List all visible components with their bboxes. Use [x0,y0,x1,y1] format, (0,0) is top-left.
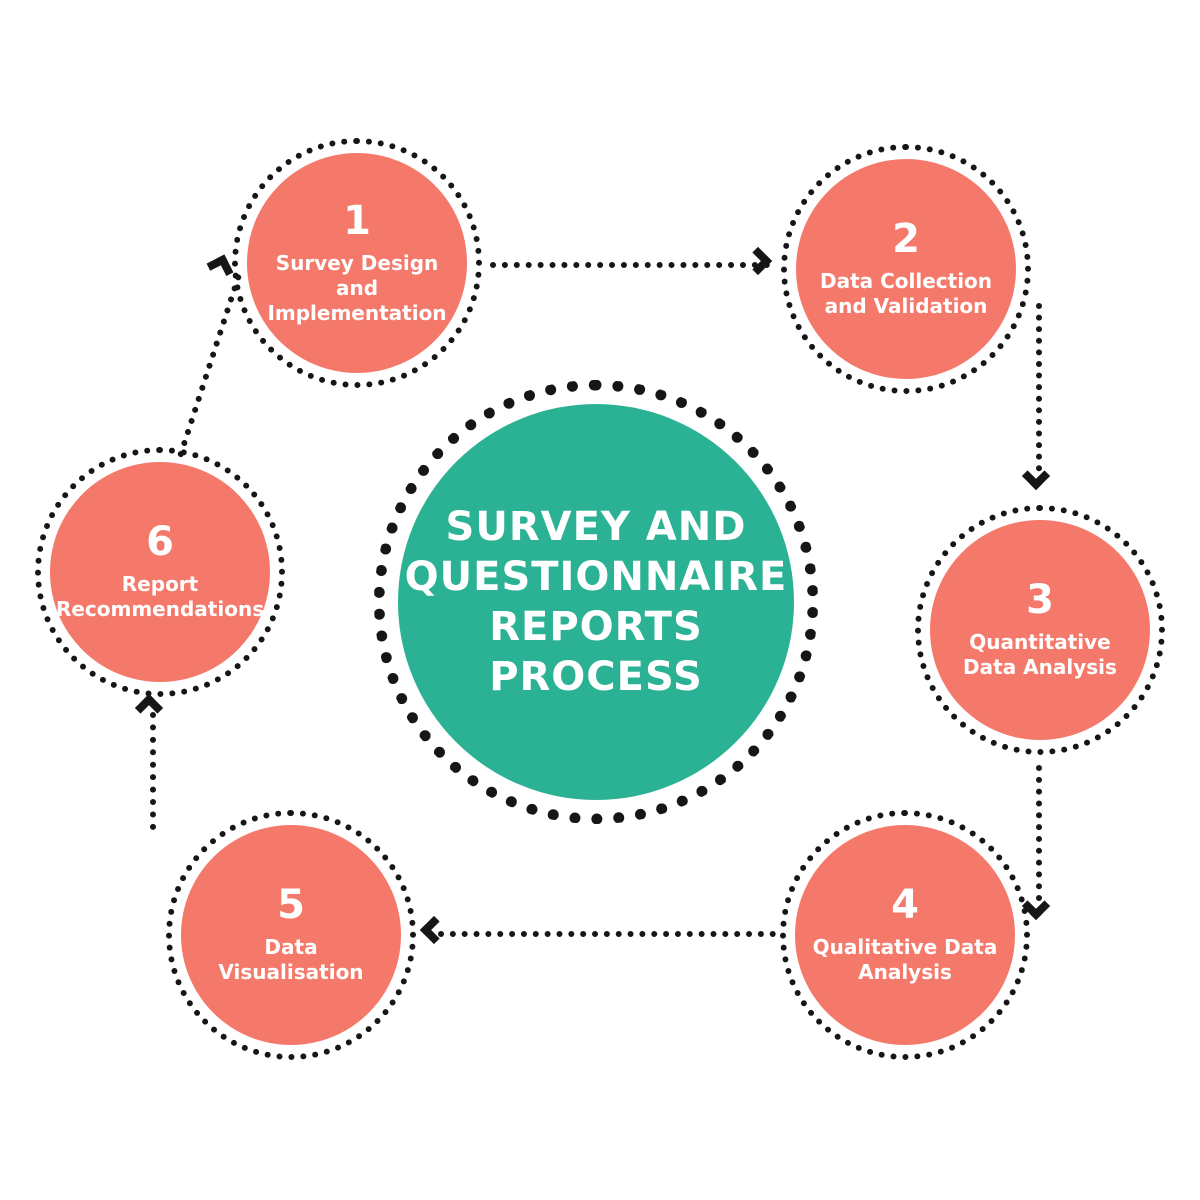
step-circle-1: 1 Survey Design and Implementation [232,138,482,388]
step-circle-6: 6 Report Recommendations [35,447,285,697]
step-circle-4: 4 Qualitative Data Analysis [780,810,1030,1060]
connector-step6-to-step1 [177,273,243,458]
connector-step2-to-step3 [1036,303,1042,483]
arrowhead-up-right-icon [206,254,234,282]
step-number: 2 [892,216,920,262]
arrowhead-down-icon [1021,461,1051,491]
step-4-content: 4 Qualitative Data Analysis [795,825,1015,1045]
center-title: SURVEY AND QUESTIONNAIRE REPORTS PROCESS [398,404,794,800]
arrowhead-up-icon [134,693,164,723]
connector-step1-to-step2 [490,262,770,268]
arrowhead-left-icon [419,915,449,945]
step-6-content: 6 Report Recommendations [50,462,270,682]
step-2-content: 2 Data Collection and Validation [796,159,1016,379]
step-5-content: 5 Data Visualisation [181,825,401,1045]
arrowhead-right-icon [743,246,773,276]
step-3-content: 3 Quantitative Data Analysis [930,520,1150,740]
step-label: Qualitative Data Analysis [812,935,998,984]
step-circle-5: 5 Data Visualisation [166,810,416,1060]
center-title-line: PROCESS [489,654,703,700]
step-number: 1 [343,197,371,244]
step-label: Report Recommendations [55,572,265,621]
step-label: Survey Design and Implementation [267,250,447,325]
step-label: Data Visualisation [218,935,364,984]
step-label: Quantitative Data Analysis [963,630,1117,679]
center-title-line: REPORTS [489,604,703,650]
connector-step4-to-step5 [438,931,776,937]
step-number: 3 [1026,577,1054,623]
step-circle-2: 2 Data Collection and Validation [781,144,1031,394]
connector-step3-to-step4 [1036,765,1042,913]
center-circle: SURVEY AND QUESTIONNAIRE REPORTS PROCESS [374,380,818,824]
step-1-content: 1 Survey Design and Implementation [247,153,467,373]
step-number: 4 [891,882,919,928]
step-number: 5 [277,882,305,928]
step-circle-3: 3 Quantitative Data Analysis [915,505,1165,755]
step-label: Data Collection and Validation [819,269,993,318]
connector-step5-to-step6 [150,712,156,830]
step-number: 6 [146,519,174,565]
center-title-line: QUESTIONNAIRE [404,554,788,600]
center-title-line: SURVEY AND [445,504,747,550]
